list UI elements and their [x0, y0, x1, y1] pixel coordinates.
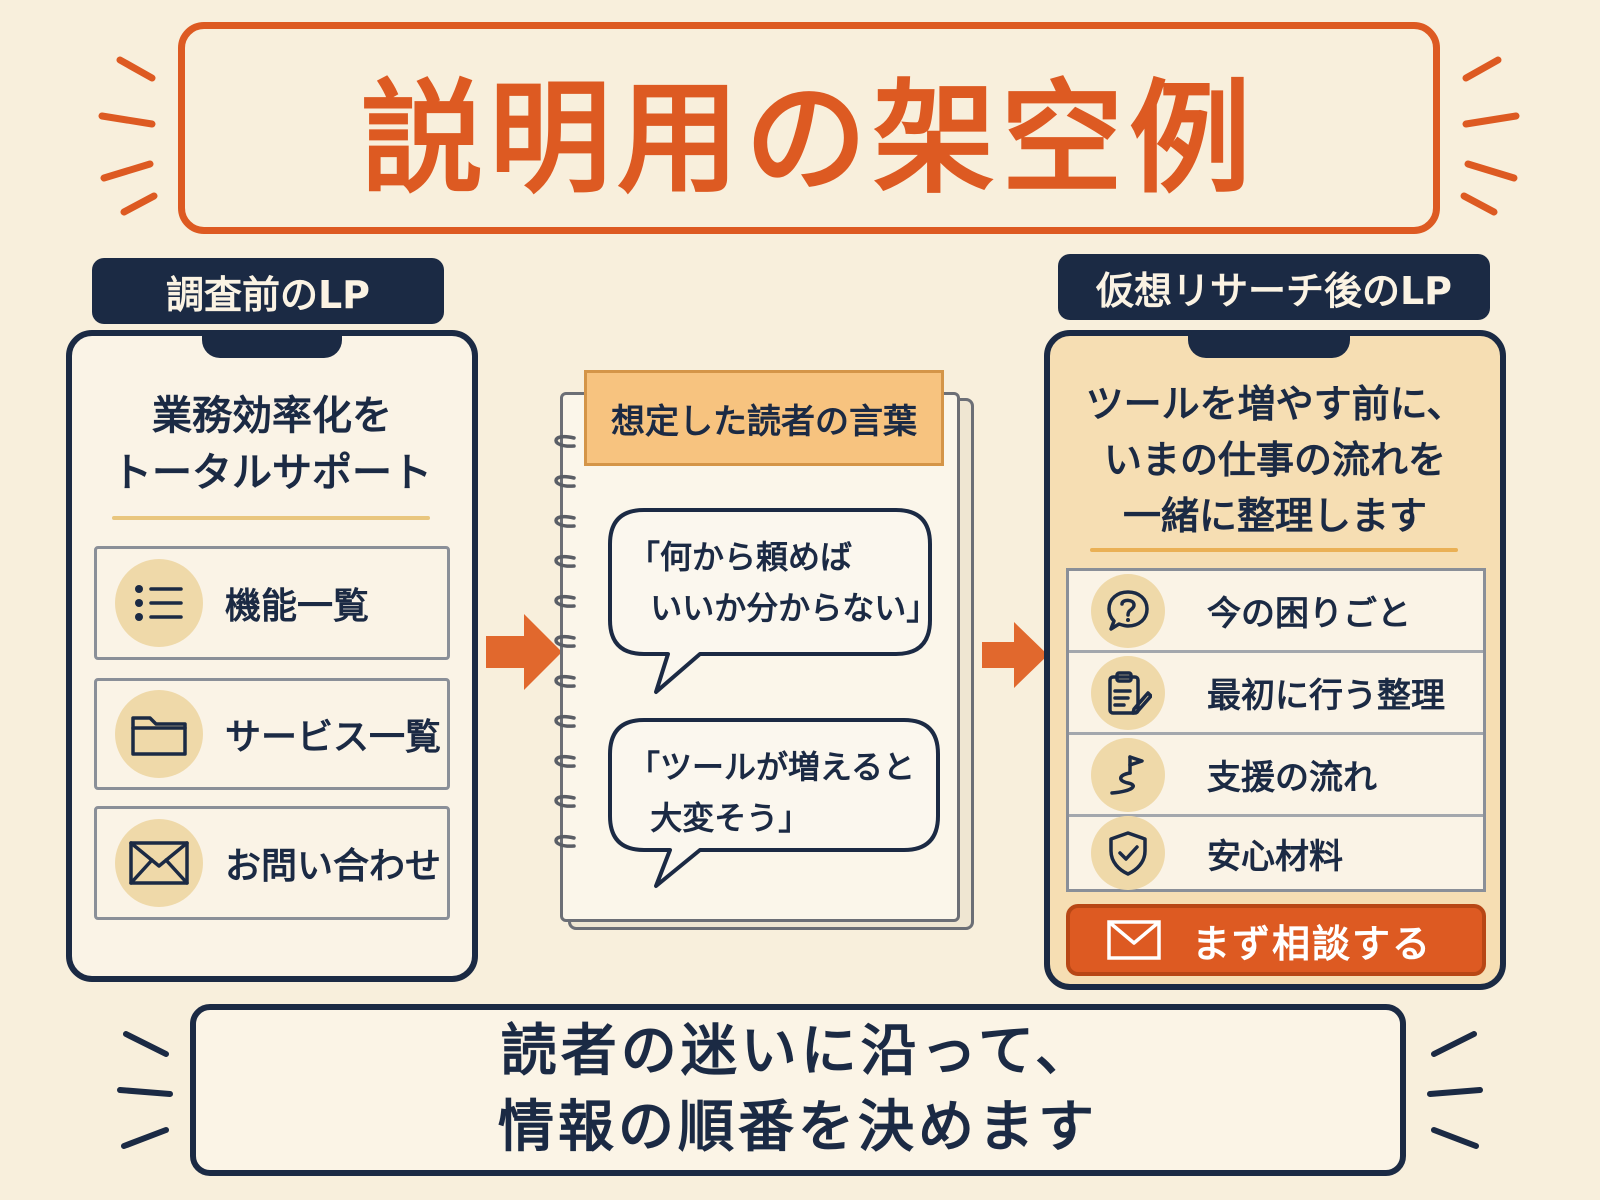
list-icon [135, 585, 183, 621]
arrow-right-icon [486, 614, 562, 690]
before-heading-underline [112, 516, 430, 520]
before-label-text: 調査前のLP [165, 272, 371, 317]
conclusion-burst-right [1427, 1031, 1483, 1149]
after-item-icon-bg [1091, 816, 1165, 890]
after-item-support-flow[interactable]: 支援の流れ [1069, 735, 1483, 817]
before-heading-line1: 業務効率化を [152, 393, 392, 439]
folder-icon [131, 716, 187, 756]
before-heading-line2: トータルサポート [112, 449, 432, 496]
page-title: 説明用の架空例 [361, 67, 1257, 210]
after-item-icon-bg [1091, 573, 1165, 648]
quote-1: 「何から頼めば いいか分からない」 [628, 538, 939, 628]
before-phone-notch [202, 334, 342, 358]
after-phone-notch [1188, 334, 1350, 358]
consult-button[interactable]: まず相談する [1066, 904, 1486, 976]
notebook-tag-text: 想定した読者の言葉 [611, 401, 917, 442]
conclusion-box: 読者の迷いに沿って、 情報の順番を決めます [190, 1004, 1406, 1176]
after-item-reassurance[interactable]: 安心材料 [1069, 816, 1483, 890]
before-item-contact[interactable]: お問い合わせ [94, 806, 450, 920]
notebook-tag: 想定した読者の言葉 [584, 370, 944, 466]
after-heading-line3: 一緒に整理します [1122, 494, 1427, 539]
quote-2: 「ツールが増えると 大変そう」 [628, 748, 916, 838]
after-item-icon-bg [1091, 737, 1165, 812]
mail-icon [129, 841, 189, 885]
question-bubble-icon [1107, 589, 1149, 631]
after-heading-underline [1090, 548, 1458, 552]
conclusion-line1: 読者の迷いに沿って、 [500, 1019, 1096, 1085]
after-item-label: 支援の流れ [1207, 758, 1377, 798]
after-label-text: 仮想リサーチ後のLP [1095, 268, 1453, 313]
after-item-label: 最初に行う整理 [1207, 676, 1445, 716]
after-heading-line1: ツールを増やす前に、 [1085, 382, 1465, 426]
before-item-icon-bg [115, 690, 203, 778]
shield-check-icon [1109, 831, 1147, 876]
after-label: 仮想リサーチ後のLP [1058, 254, 1490, 320]
after-item-problems[interactable]: 今の困りごと [1069, 571, 1483, 653]
after-item-label: 今の困りごと [1207, 594, 1411, 634]
before-item-icon-bg [115, 819, 203, 907]
after-heading: ツールを増やす前に、 いまの仕事の流れを 一緒に整理します [1060, 376, 1490, 545]
after-item-label: 安心材料 [1207, 836, 1343, 877]
consult-button-label: まず相談する [1192, 921, 1433, 966]
after-item-icon-bg [1091, 655, 1165, 730]
speech-bubble-1 [608, 508, 932, 694]
arrow-right-icon [982, 622, 1048, 688]
before-item-label: サービス一覧 [225, 717, 442, 758]
before-item-features[interactable]: 機能一覧 [94, 546, 450, 660]
title-burst-right [1460, 56, 1520, 216]
conclusion-line2: 情報の順番を決めます [498, 1095, 1098, 1160]
after-heading-line2: いまの仕事の流れを [1103, 438, 1446, 483]
conclusion-burst-left [117, 1031, 173, 1149]
clipboard-pen-icon [1108, 670, 1152, 715]
title-burst-left [98, 56, 158, 216]
speech-bubble-2 [608, 718, 940, 888]
before-heading: 業務効率化を トータルサポート [80, 388, 464, 502]
before-item-services[interactable]: サービス一覧 [94, 678, 450, 790]
title-box: 説明用の架空例 [178, 22, 1440, 234]
mail-icon [1107, 920, 1161, 960]
before-item-label: 機能一覧 [225, 586, 370, 627]
before-item-icon-bg [115, 559, 203, 647]
notebook-spiral-icon [554, 435, 576, 848]
path-flag-icon [1110, 754, 1144, 795]
before-item-label: お問い合わせ [225, 846, 442, 887]
after-item-first-steps[interactable]: 最初に行う整理 [1069, 653, 1483, 735]
before-label: 調査前のLP [92, 258, 444, 324]
